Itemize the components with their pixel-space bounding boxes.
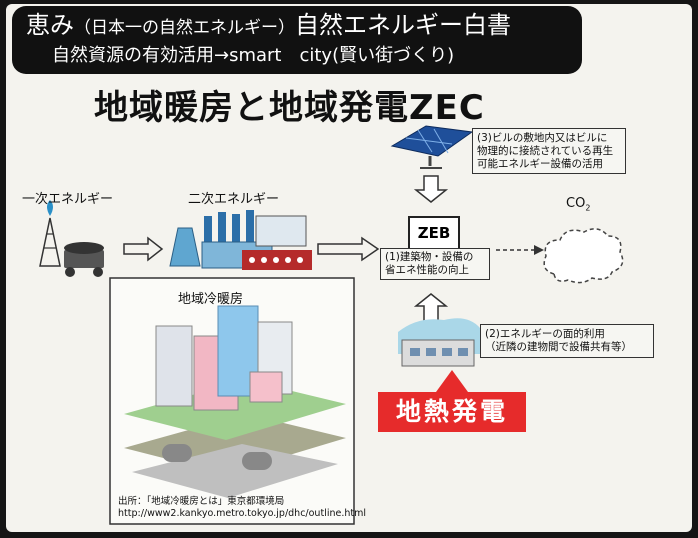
note-3-line-1: (3)ビルの敷地内又はビルに xyxy=(477,132,608,144)
geothermal-power-label: 地熱発電 xyxy=(378,392,526,432)
slide-title: 地域暖房と地域発電ZEC xyxy=(94,88,485,128)
secondary-energy-label: 二次エネルギー xyxy=(188,192,280,207)
note-2-line-2: （近隣の建物間で設備共有等） xyxy=(485,341,632,353)
note-3-line-2: 物理的に接続されている再生 xyxy=(477,145,614,157)
arrows xyxy=(123,175,544,323)
header-line-2: 自然資源の有効活用→smart city(賢い街づくり) xyxy=(52,45,455,66)
header-tail: 自然エネルギー白書 xyxy=(295,11,511,39)
note-box-2: (2)エネルギーの面的利用 （近隣の建物間で設備共有等） xyxy=(480,324,654,358)
co2-subscript: 2 xyxy=(585,203,591,213)
geothermal-building-icon xyxy=(398,318,480,367)
primary-energy-label: 一次エネルギー xyxy=(22,192,114,207)
co2-label: CO2 xyxy=(566,196,590,213)
zeb-box: ZEB xyxy=(408,216,460,250)
co2-text: CO xyxy=(566,196,586,211)
note-1-line-1: (1)建築物・設備の xyxy=(385,251,474,263)
header-line-1: 恵み（日本一の自然エネルギー）自然エネルギー白書 xyxy=(26,10,511,43)
note-1-line-2: 省エネ性能の向上 xyxy=(385,264,469,276)
header-banner: 恵み（日本一の自然エネルギー）自然エネルギー白書 自然資源の有効活用→smart… xyxy=(12,6,582,74)
source-line-1: 出所：「地域冷暖房とは」東京都環境局 xyxy=(118,496,285,507)
header-paren: （日本一の自然エネルギー） xyxy=(74,18,295,38)
district-heating-illustration xyxy=(109,277,355,525)
district-heating-label: 地域冷暖房 xyxy=(178,292,244,307)
diagram-graphics xyxy=(39,125,624,525)
primary-energy-icon xyxy=(39,200,104,277)
note-3-line-3: 可能エネルギー設備の活用 xyxy=(477,158,603,170)
slide: 恵み（日本一の自然エネルギー）自然エネルギー白書 自然資源の有効活用→smart… xyxy=(6,4,692,532)
header-main: 恵み xyxy=(26,11,74,39)
source-line-2: http://www2.kankyo.metro.tokyo.jp/dhc/ou… xyxy=(118,508,366,519)
note-box-1: (1)建築物・設備の 省エネ性能の向上 xyxy=(380,248,490,280)
co2-cloud xyxy=(543,228,624,284)
note-box-3: (3)ビルの敷地内又はビルに 物理的に接続されている再生 可能エネルギー設備の活… xyxy=(472,128,626,174)
note-2-line-1: (2)エネルギーの面的利用 xyxy=(485,328,605,340)
factory-icon xyxy=(169,210,312,270)
solar-panel-icon xyxy=(390,125,474,169)
geothermal-up-arrow xyxy=(436,370,468,392)
